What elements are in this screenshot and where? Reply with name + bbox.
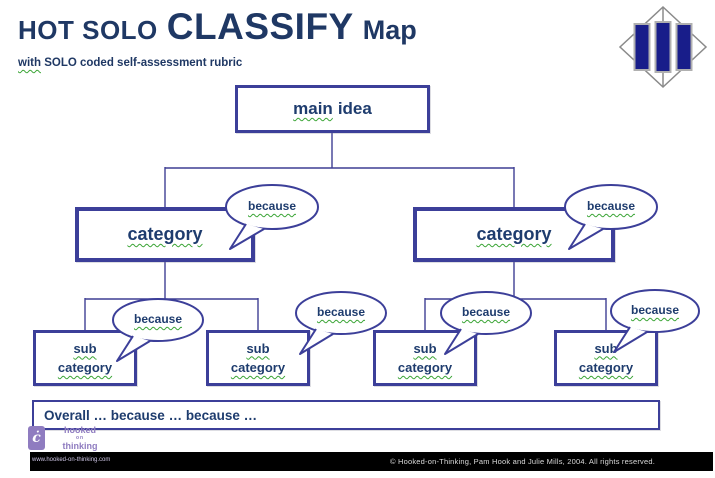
subtitle-word-with: with — [18, 57, 41, 69]
sub-category-box-1: sub category — [33, 330, 137, 386]
page-title: HOT SOLO CLASSIFY Map — [18, 6, 417, 48]
category-label: category — [476, 224, 552, 244]
main-idea-word1: main — [293, 99, 333, 118]
overall-text: Overall … because … because … — [44, 407, 258, 423]
subtitle: with SOLO coded self-assessment rubric — [18, 57, 242, 69]
title-classify: CLASSIFY — [166, 6, 354, 47]
hooked-on-thinking-logo: ċ hooked on thinking — [28, 426, 111, 451]
overall-statement-box: Overall … because … because … — [32, 400, 660, 430]
sub-label-line2: category — [230, 360, 286, 375]
sub-category-box-2: sub category — [206, 330, 310, 386]
logo-word-hooked: hooked — [63, 425, 96, 435]
bar-right — [675, 23, 693, 71]
title-map: Map — [362, 15, 417, 45]
because-text: because — [247, 199, 297, 213]
sub-label-line2: category — [578, 360, 634, 375]
sub-label-line2: category — [397, 360, 453, 375]
bar-left — [633, 23, 651, 71]
because-text: because — [133, 312, 183, 326]
hot-logo-words: hooked on thinking — [49, 426, 111, 451]
because-label: because — [108, 312, 208, 326]
logo-word-thinking: thinking — [62, 441, 98, 451]
category-label: category — [127, 224, 203, 244]
sub-label-line2: category — [57, 360, 113, 375]
category-box-right: category — [413, 207, 615, 262]
sub-category-box-4: sub category — [554, 330, 658, 386]
logo-url: www.hooked-on-thinking.com — [32, 457, 111, 463]
main-idea-box: main idea — [235, 85, 430, 133]
title-hot-solo: HOT SOLO — [18, 15, 158, 45]
because-text: because — [630, 303, 680, 317]
because-text: because — [316, 305, 366, 319]
subtitle-rest: SOLO coded self-assessment rubric — [44, 57, 243, 69]
sub-label-line1: sub — [246, 340, 270, 356]
three-bars-diamond-icon — [618, 5, 708, 89]
because-label: because — [436, 305, 536, 319]
because-label: because — [291, 305, 391, 319]
main-idea-word2: idea — [337, 99, 372, 118]
because-label: because — [605, 303, 705, 317]
sub-label-line1: sub — [413, 340, 437, 356]
footer-bar: © Hooked-on-Thinking, Pam Hook and Julie… — [30, 452, 713, 471]
category-box-left: category — [75, 207, 255, 262]
sub-label-line1: sub — [594, 340, 618, 356]
sub-label-line1: sub — [73, 340, 97, 356]
copyright-text: © Hooked-on-Thinking, Pam Hook and Julie… — [389, 457, 655, 466]
hot-logo-icon: ċ — [28, 426, 45, 450]
sub-category-box-3: sub category — [373, 330, 477, 386]
because-text: because — [461, 305, 511, 319]
bar-middle — [654, 21, 672, 73]
logo-word-on: on — [75, 435, 85, 441]
